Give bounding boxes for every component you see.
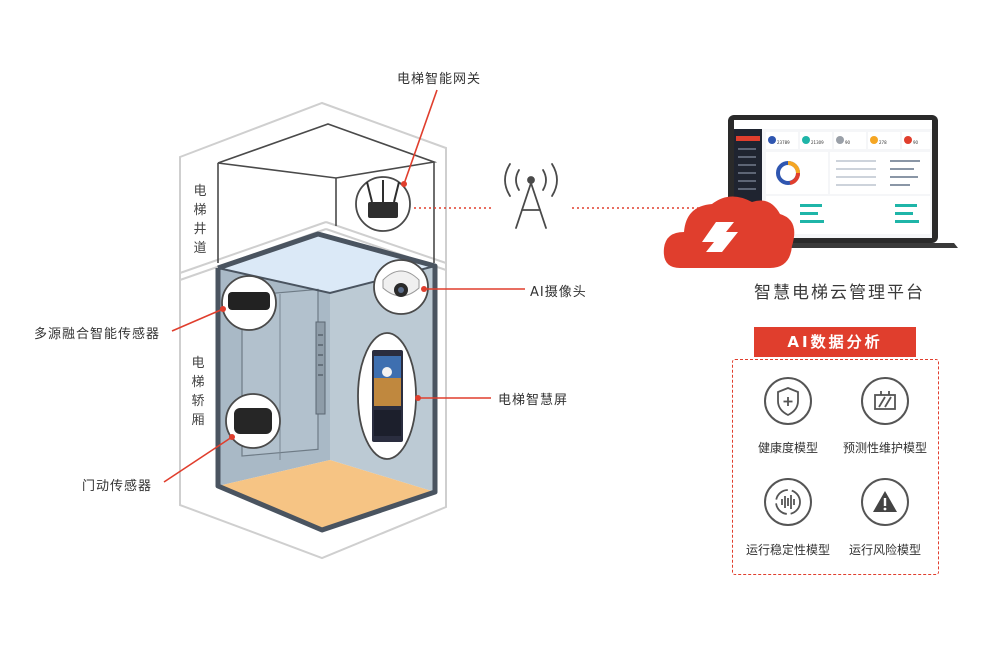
smart-screen-device xyxy=(357,332,417,460)
dashboard-stat: 21309 xyxy=(811,140,824,145)
shaft-label-char: 电 xyxy=(193,184,207,199)
car-label: 电 梯 轿 厢 xyxy=(190,354,206,430)
shaft-label-char: 井 xyxy=(193,222,207,237)
platform-title: 智慧电梯云管理平台 xyxy=(754,283,925,303)
shaft-label-char: 道 xyxy=(193,241,207,256)
smart-screen-label: 电梯智慧屏 xyxy=(498,393,569,408)
dashboard-stat: 278 xyxy=(879,140,887,145)
model-label-risk: 运行风险模型 xyxy=(848,543,921,557)
car-label-char: 厢 xyxy=(191,413,205,428)
car-label-char: 梯 xyxy=(191,375,205,390)
connector-lines xyxy=(163,89,722,483)
shaft-label-char: 梯 xyxy=(193,203,207,218)
shield-plus-icon xyxy=(764,377,812,425)
door-sensor-device xyxy=(225,393,281,449)
model-label-predictive: 预测性维护模型 xyxy=(842,441,927,455)
stability-wave-icon xyxy=(764,478,812,526)
gateway-device xyxy=(355,176,411,232)
model-label-health: 健康度模型 xyxy=(757,441,818,455)
dashboard-stat: 90 xyxy=(845,140,851,145)
car-label-char: 轿 xyxy=(191,394,205,409)
ai-camera-label: AI摄像头 xyxy=(530,285,587,300)
car-label-char: 电 xyxy=(191,356,205,371)
ai-analysis-title: AI数据分析 xyxy=(754,327,916,357)
ai-camera-device xyxy=(373,259,429,315)
shaft-label: 电 梯 井 道 xyxy=(192,182,208,258)
dashboard-stat: 90 xyxy=(913,140,919,145)
fusion-sensor-device xyxy=(221,275,277,331)
door-sensor-label: 门动传感器 xyxy=(82,479,153,494)
model-label-stability: 运行稳定性模型 xyxy=(745,543,830,557)
signal-tower-icon xyxy=(504,163,558,229)
ai-models-panel: 健康度模型 预测性维护模型 运行稳定性模型 xyxy=(732,359,939,575)
cloud-logo-icon xyxy=(663,196,795,268)
warning-triangle-icon xyxy=(861,478,909,526)
dashboard-stat: 23789 xyxy=(777,140,790,145)
fusion-sensor-label: 多源融合智能传感器 xyxy=(34,327,161,342)
gateway-label: 电梯智能网关 xyxy=(397,72,482,87)
maintenance-icon xyxy=(861,377,909,425)
